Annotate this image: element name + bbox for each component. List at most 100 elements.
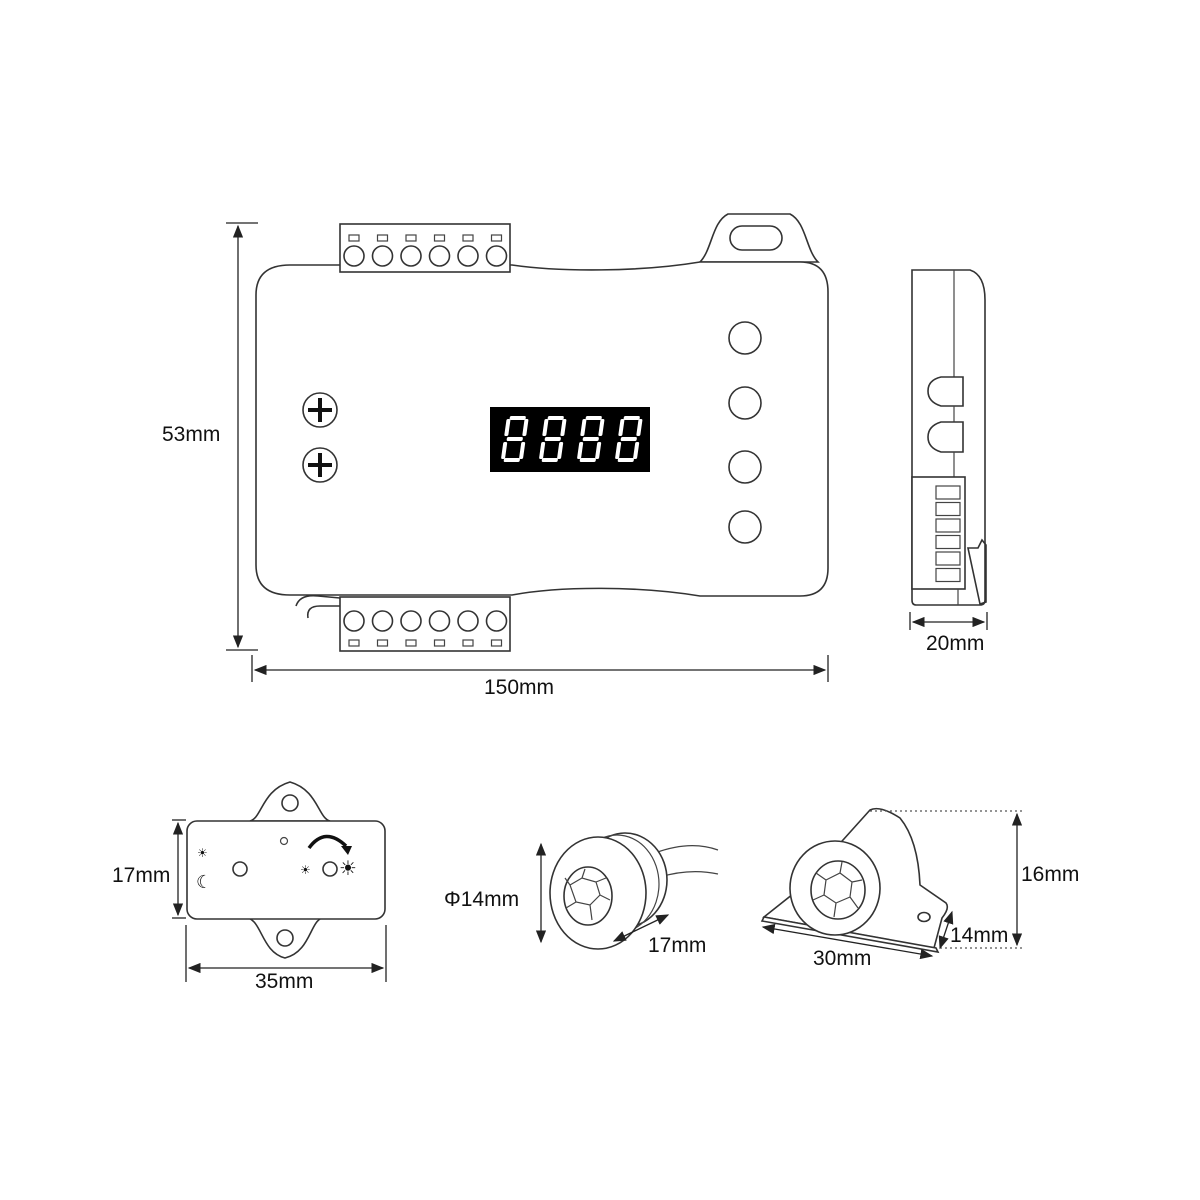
segment [598,419,605,436]
terminal-slot [935,485,961,500]
terminal-slot [490,639,503,647]
pir-lens [563,866,613,926]
terminal-screw [371,245,394,267]
sensor-module-top-view: ☀ ☾ ☀ ☀ [186,781,386,959]
dimension-label: 17mm [648,934,706,957]
terminal-slot [405,639,417,647]
sun-large-icon: ☀ [339,856,357,880]
segment [633,442,640,459]
segment [539,442,546,459]
terminal-slot [490,234,503,242]
dimension-label: 35mm [255,970,313,993]
mounting-slot [729,225,783,251]
terminal-block-bottom [339,596,511,652]
terminal-slot [935,501,961,517]
dimension-17mm-module: 17mm [112,819,186,919]
dimension-16mm: 16mm [870,810,1079,949]
terminal-screw [428,610,451,632]
terminal-slot [935,518,961,533]
terminal-block-top [339,223,511,273]
segment [595,442,602,459]
terminal-screw [400,245,422,267]
terminal-screw [457,610,479,632]
dimension-35mm: 35mm [185,925,387,993]
cable-hook [295,594,341,607]
screw-icon [302,447,338,483]
terminal-slot [935,551,961,566]
segment [519,442,526,459]
segment [547,416,564,420]
button[interactable] [728,510,762,544]
button[interactable] [728,450,762,484]
terminal-slot [348,639,360,647]
digit [501,416,529,462]
button[interactable] [728,386,762,420]
dimension-17mm-sensor: 17mm [612,914,706,957]
segment [541,458,558,462]
segment [542,419,549,436]
dimension-20mm: 20mm [909,612,988,655]
digit [577,416,605,462]
terminal-screw [457,245,479,267]
side-button [927,421,964,453]
dimension-label: 17mm [112,864,170,887]
digit [615,416,643,462]
terminal-slot [433,639,446,647]
dimension-150mm: 150mm [251,655,829,699]
segment [560,419,567,436]
rotate-arrow-icon [307,834,348,850]
dimension-label: 53mm [162,423,220,446]
pir-lens [810,860,866,920]
dimension-53mm: 53mm [162,222,258,651]
dimension-label: 20mm [926,632,984,655]
mounting-tab [698,213,820,263]
dimension-label: 14mm [950,924,1008,947]
segment [585,416,602,420]
segment [503,458,520,462]
potentiometer[interactable] [232,861,248,877]
dimension-label: Φ14mm [444,888,519,911]
controller-side-view [911,269,987,606]
dimension-30mm: 30mm [761,923,934,970]
dimension-14mm-diameter: Φ14mm [444,842,547,944]
segment [620,437,637,441]
button[interactable] [728,321,762,355]
moon-icon: ☾ [196,872,212,893]
sun-small-icon: ☀ [300,863,311,877]
screw-icon [302,392,338,428]
terminal-slot [405,234,417,242]
terminal-screw [400,610,422,632]
terminal-slot [462,639,474,647]
segment [522,419,529,436]
controller-front-view [255,213,829,652]
segment [557,442,564,459]
segment [618,419,625,436]
segment [617,458,634,462]
segment [623,416,640,420]
terminal-screw [343,610,365,632]
terminal-screw [343,245,365,267]
segment [577,442,584,459]
seven-segment-digits [501,416,643,462]
sun-small-icon: ☀ [197,846,208,860]
terminal-slot [348,234,360,242]
potentiometer[interactable] [322,861,338,877]
side-button [927,376,964,407]
terminal-screw [371,610,394,632]
bracket-pir-sensor [760,807,949,954]
segment [501,442,508,459]
segment [582,437,599,441]
terminal-slot [462,234,474,242]
segment [509,416,526,420]
terminal-slot [433,234,446,242]
segment [615,442,622,459]
dimension-label: 150mm [484,676,554,699]
segment [579,458,596,462]
terminal-screw [428,245,451,267]
terminal-screw [485,610,508,632]
segment [580,419,587,436]
dimension-label: 30mm [813,947,871,970]
terminal-slot [376,234,389,242]
terminal-screw [485,245,508,267]
